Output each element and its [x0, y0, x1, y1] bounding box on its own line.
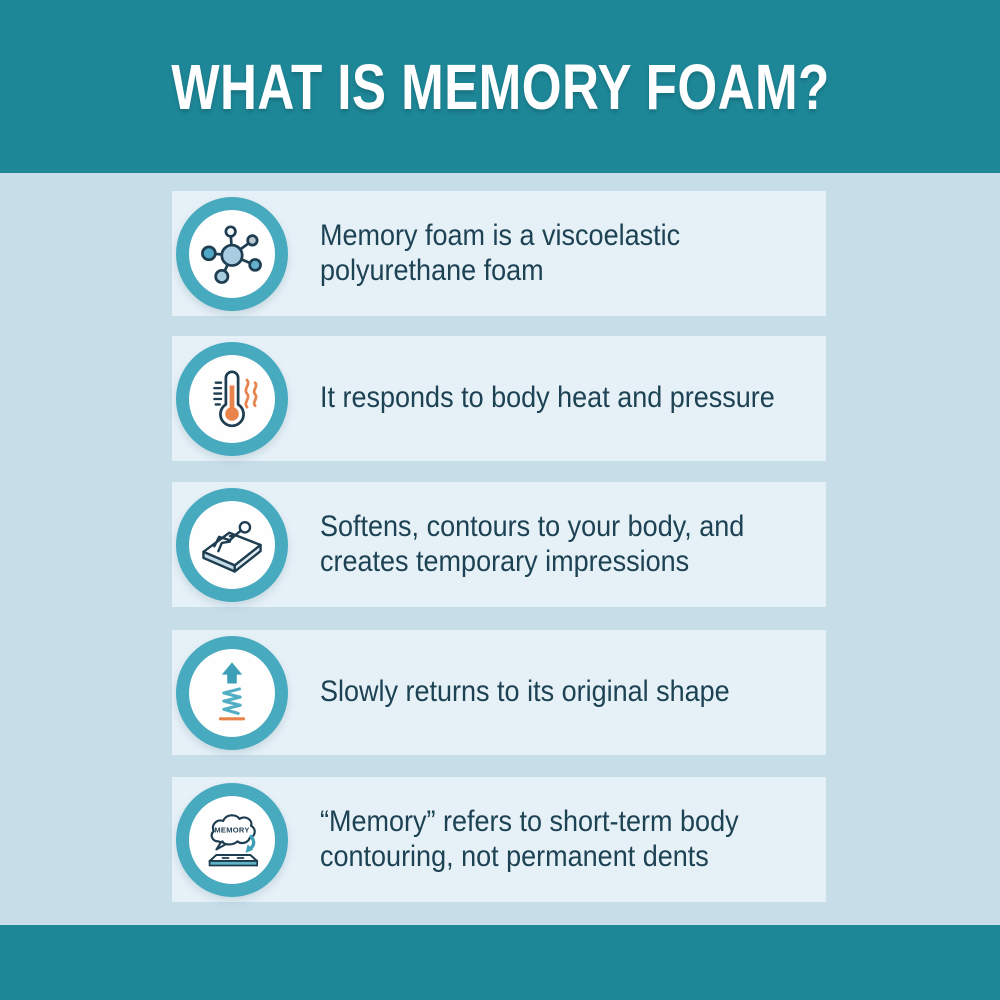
icon-badge — [176, 635, 288, 750]
text-line: contouring, not permanent dents — [320, 839, 709, 873]
text-line: It responds to body heat and pressure — [320, 381, 775, 415]
thermometer-heat-icon — [213, 369, 258, 427]
text-line: creates temporary impressions — [320, 544, 690, 578]
text-line: Slowly returns to its original shape — [320, 675, 730, 709]
row-text: “Memory” refers to short-term body conto… — [320, 805, 739, 873]
text-line: Softens, contours to your body, and — [320, 510, 745, 544]
icon-badge — [176, 341, 288, 456]
memory-cloud-mattress-icon: MEMORY — [208, 813, 259, 866]
row-text: Slowly returns to its original shape — [320, 675, 730, 709]
row-text: It responds to body heat and pressure — [320, 381, 775, 415]
memory-cloud-label: MEMORY — [214, 825, 249, 834]
spring-rebound-icon — [218, 661, 246, 720]
info-row-2: It responds to body heat and pressure — [172, 336, 826, 461]
info-row-1: Memory foam is a viscoelastic polyuretha… — [172, 191, 826, 316]
row-text: Memory foam is a viscoelastic polyuretha… — [320, 219, 680, 287]
icon-badge — [176, 487, 288, 602]
page-title: WHAT IS MEMORY FOAM? — [170, 50, 830, 123]
info-row-3: Softens, contours to your body, and crea… — [172, 482, 826, 607]
info-row-5: MEMORY “Memory” refers to short-term bod… — [172, 777, 826, 902]
header-band: WHAT IS MEMORY FOAM? — [0, 0, 1000, 173]
info-row-4: Slowly returns to its original shape — [172, 630, 826, 755]
icon-badge — [176, 196, 288, 311]
icon-badge: MEMORY — [176, 782, 288, 897]
text-line: Memory foam is a viscoelastic — [320, 219, 681, 253]
text-line: “Memory” refers to short-term body — [320, 805, 739, 839]
text-line: polyurethane foam — [320, 253, 544, 287]
footer-band — [0, 925, 1000, 1000]
row-text: Softens, contours to your body, and crea… — [320, 510, 744, 578]
person-on-mattress-icon — [202, 520, 262, 573]
molecule-icon — [201, 224, 262, 284]
